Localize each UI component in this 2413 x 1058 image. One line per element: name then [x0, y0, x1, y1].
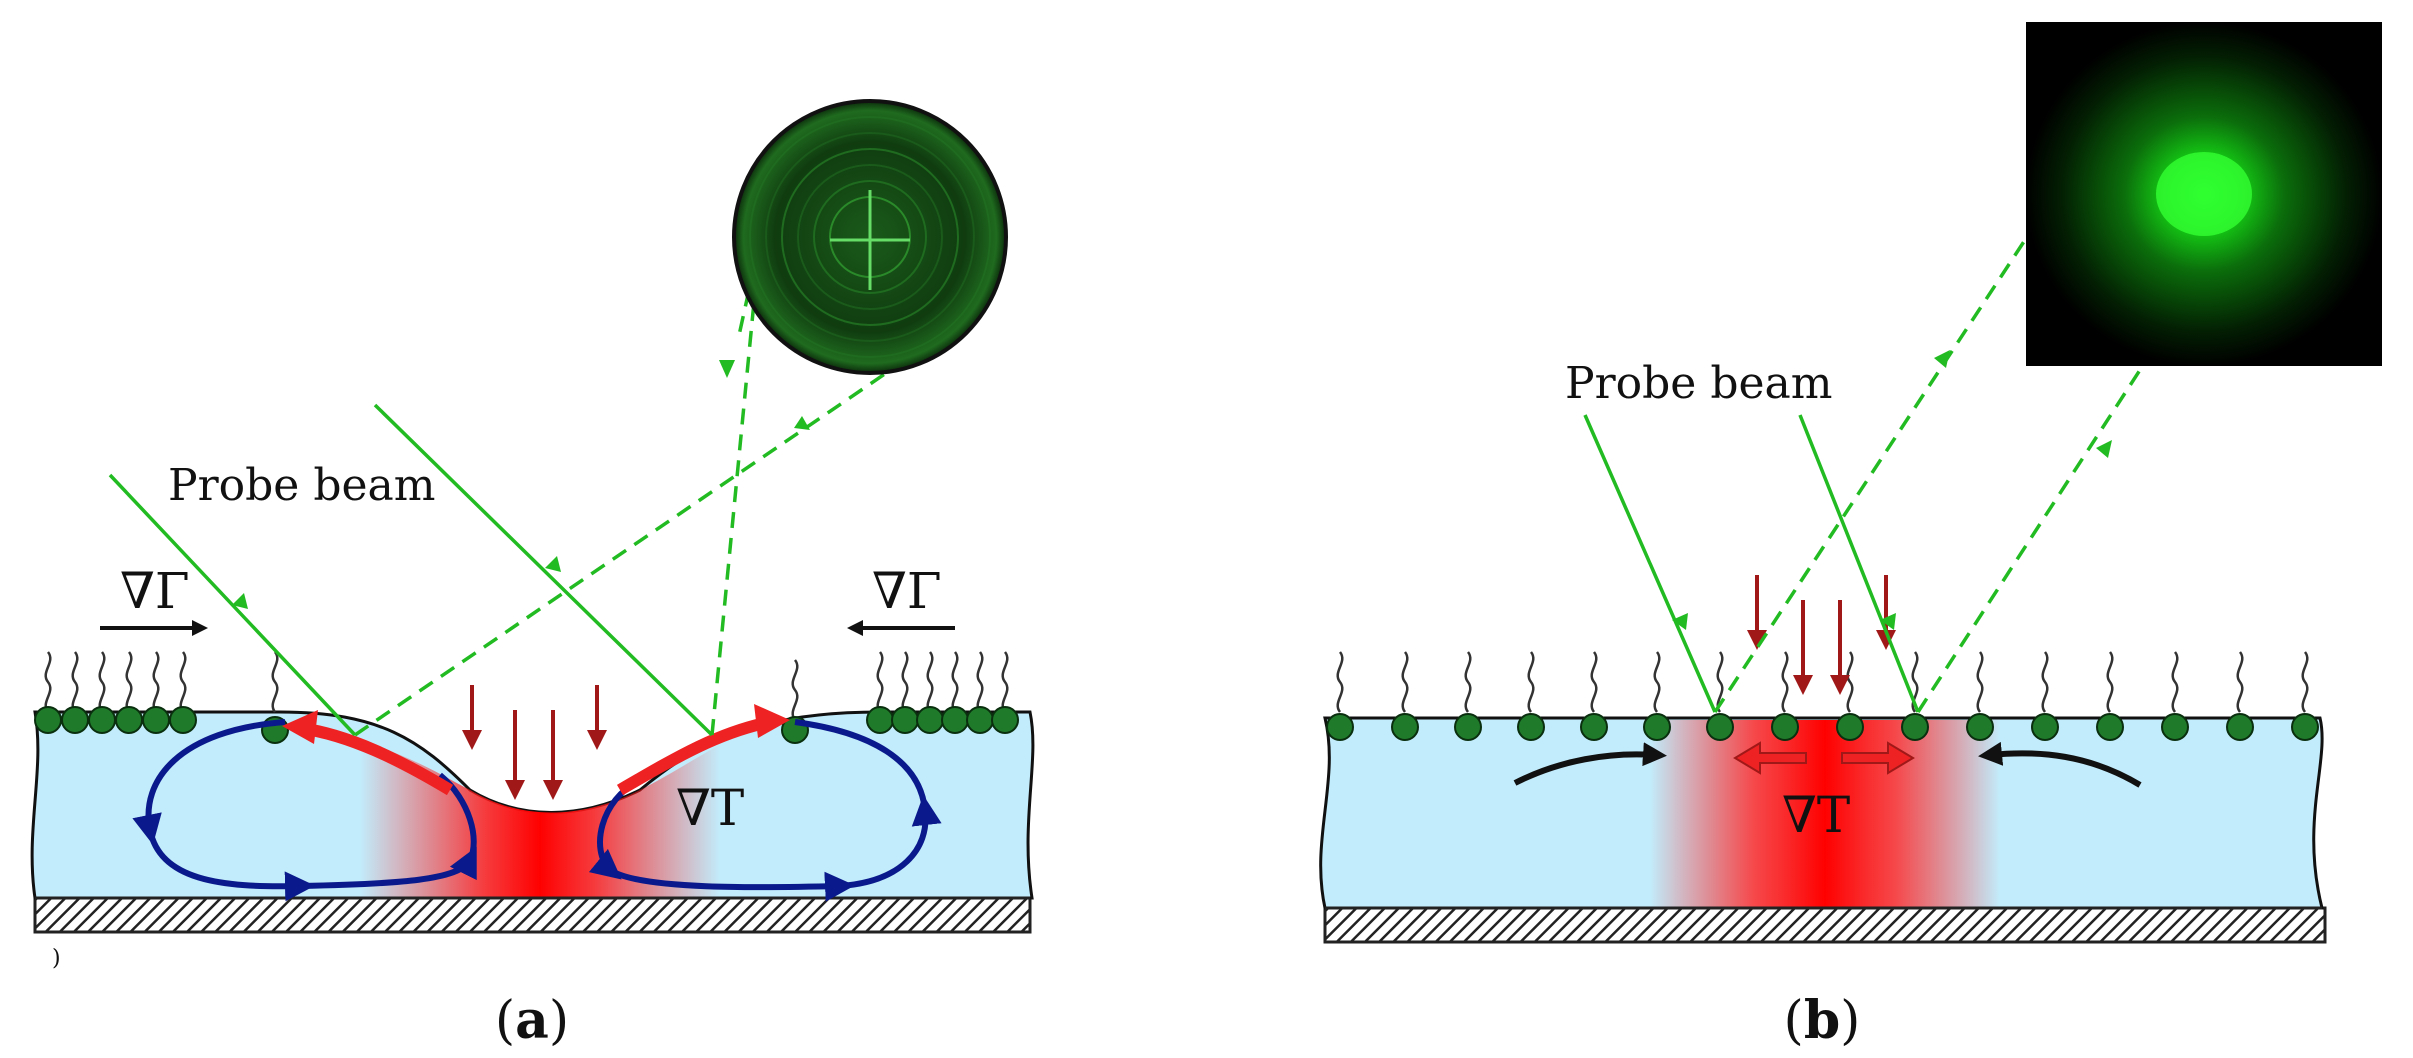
- probe-beam-label-b: Probe beam: [1565, 358, 1832, 409]
- stray-mark-a: ): [52, 946, 61, 971]
- caption-a: (a): [495, 990, 569, 1051]
- marangoni-arrow-right-b: [1841, 741, 1915, 775]
- heating-arrows-a: [462, 685, 607, 800]
- probe-beams-reflected-a: [354, 239, 921, 737]
- surface-gradient-label-left-a: ∇Γ: [120, 562, 190, 620]
- temperature-gradient-label-a: ∇T: [676, 779, 744, 837]
- probe-beams-incident-b: [1583, 414, 1920, 713]
- panel-a: Probe beam ∇Γ ∇Γ ∇T ) (a): [30, 99, 1035, 1051]
- surfactant-tails-b: [1336, 651, 2309, 713]
- probe-beam-label-a: Probe beam: [168, 460, 435, 511]
- inflow-arrow-right-b: [1978, 741, 2142, 788]
- probe-beams-reflected-b: [1713, 239, 2142, 713]
- heated-zone-b: [1650, 720, 2000, 908]
- substrate-b: [1323, 906, 2327, 944]
- panel-b: Probe beam ∇T (b): [1319, 22, 2382, 1051]
- interference-inset-a: [732, 99, 1008, 375]
- convection-loop-left-a: [132, 719, 477, 902]
- spot-inset-b: [2026, 22, 2382, 366]
- marangoni-arrow-right-a: [616, 716, 772, 796]
- temperature-gradient-label-b: ∇T: [1782, 786, 1850, 844]
- surface-gradient-label-right-a: ∇Γ: [872, 562, 942, 620]
- substrate-a: [33, 896, 1032, 934]
- surfactant-heads-b: [1326, 713, 2319, 741]
- probe-beams-incident-a: [108, 403, 714, 737]
- convection-loop-right-a: [588, 719, 942, 902]
- inflow-arrow-left-b: [1513, 742, 1667, 786]
- surfactant-cluster-left-a: [44, 651, 279, 713]
- surfactant-cluster-right-a: [791, 651, 1009, 721]
- marangoni-arrow-left-a: [299, 722, 454, 796]
- heating-arrows-b: [1747, 575, 1896, 695]
- surfactant-heads-left-a: [34, 706, 289, 744]
- marangoni-arrow-left-b: [1733, 741, 1807, 775]
- caption-b: (b): [1784, 990, 1861, 1051]
